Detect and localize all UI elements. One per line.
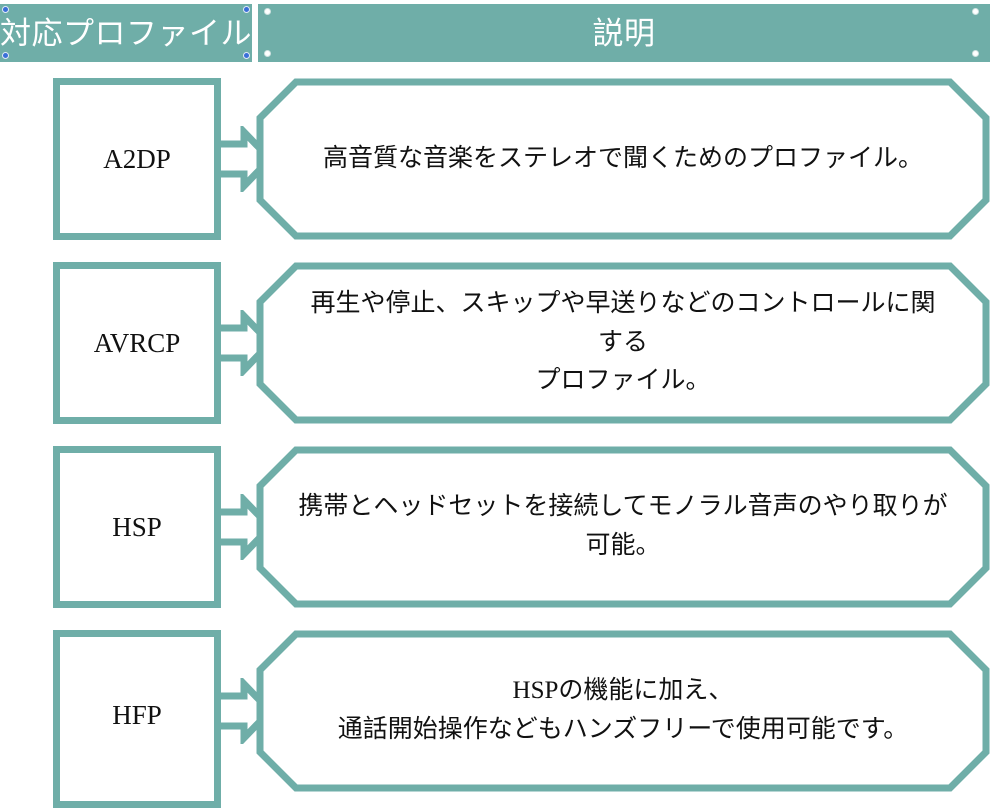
selection-handle-top-left[interactable] — [2, 6, 9, 13]
table-row: AVRCP 再生や停止、スキップや早送りなどのコントロールに関する プロファイル… — [0, 262, 990, 424]
table-row: A2DP 高音質な音楽をステレオで聞くためのプロファイル。 — [0, 78, 990, 240]
description-text-wrap: 再生や停止、スキップや早送りなどのコントロールに関する プロファイル。 — [256, 262, 990, 424]
header-cell-profile[interactable]: 対応プロファイル — [0, 4, 252, 62]
header-label-description: 説明 — [592, 15, 656, 51]
selection-handle-bottom-right[interactable] — [243, 52, 250, 59]
description-text: HSPの機能に加え、 通話開始操作などもハンズフリーで使用可能です。 — [337, 677, 909, 743]
table-row: HSP 携帯とヘッドセットを接続してモノラル音声のやり取りが可能。 — [0, 446, 990, 608]
selection-handle-top-right[interactable] — [243, 6, 250, 13]
description-shape[interactable]: HSPの機能に加え、 通話開始操作などもハンズフリーで使用可能です。 — [256, 630, 990, 792]
profile-box[interactable]: HFP — [53, 630, 221, 808]
selection-handle-desc-bottom-left[interactable] — [264, 50, 271, 57]
selection-handle-bottom-left[interactable] — [2, 52, 9, 59]
profile-box[interactable]: A2DP — [53, 78, 221, 240]
profile-box[interactable]: AVRCP — [53, 262, 221, 424]
description-text-wrap: HSPの機能に加え、 通話開始操作などもハンズフリーで使用可能です。 — [256, 630, 990, 792]
header-label-profile: 対応プロファイル — [0, 15, 252, 51]
profile-label: A2DP — [103, 143, 171, 174]
description-text-wrap: 携帯とヘッドセットを接続してモノラル音声のやり取りが可能。 — [256, 446, 990, 608]
profile-box[interactable]: HSP — [53, 446, 221, 608]
description-shape[interactable]: 高音質な音楽をステレオで聞くためのプロファイル。 — [256, 78, 990, 240]
description-shape[interactable]: 携帯とヘッドセットを接続してモノラル音声のやり取りが可能。 — [256, 446, 990, 608]
selection-handle-desc-top-left[interactable] — [264, 8, 271, 15]
description-shape[interactable]: 再生や停止、スキップや早送りなどのコントロールに関する プロファイル。 — [256, 262, 990, 424]
profile-label: HSP — [112, 511, 162, 542]
selection-handle-desc-top-right[interactable] — [972, 8, 979, 15]
description-text: 再生や停止、スキップや早送りなどのコントロールに関する プロファイル。 — [310, 289, 936, 395]
selection-handle-desc-bottom-right[interactable] — [972, 50, 979, 57]
description-text: 高音質な音楽をステレオで聞くためのプロファイル。 — [322, 144, 923, 172]
profile-label: AVRCP — [93, 327, 181, 358]
header-cell-description[interactable]: 説明 — [258, 4, 990, 62]
table-row: HFP HSPの機能に加え、 通話開始操作などもハンズフリーで使用可能です。 — [0, 630, 990, 808]
description-text: 携帯とヘッドセットを接続してモノラル音声のやり取りが可能。 — [298, 493, 948, 559]
profile-label: HFP — [112, 699, 162, 730]
description-text-wrap: 高音質な音楽をステレオで聞くためのプロファイル。 — [256, 78, 990, 240]
